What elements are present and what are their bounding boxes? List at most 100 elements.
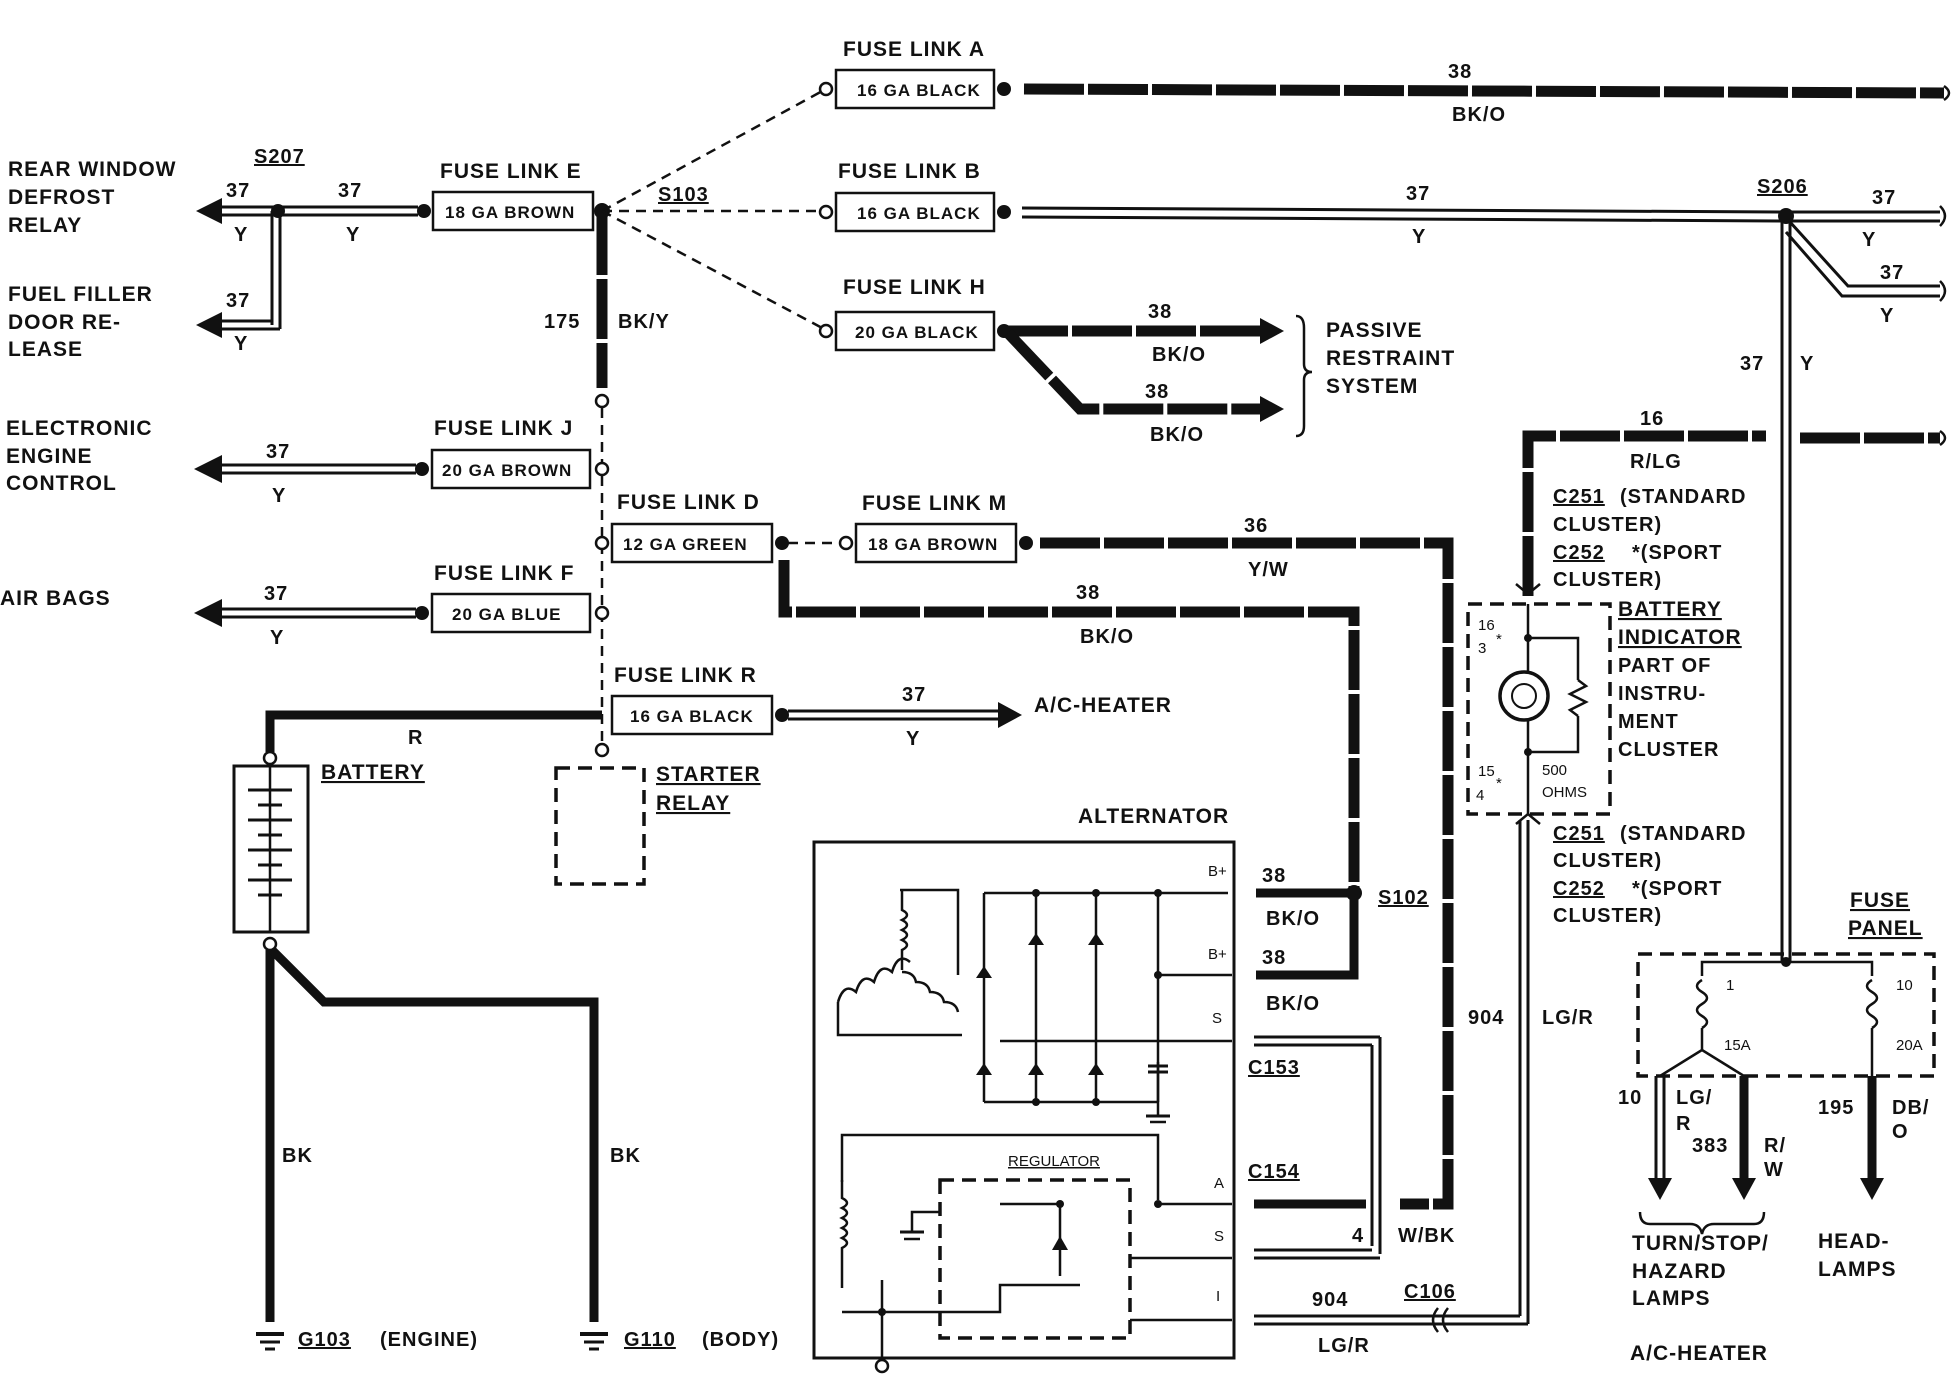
ground-g103: G103 (ENGINE) — [256, 1329, 477, 1351]
svg-text:CLUSTER): CLUSTER) — [1553, 569, 1662, 591]
svg-text:B+: B+ — [1208, 863, 1227, 880]
svg-text:37: 37 — [1880, 262, 1904, 284]
svg-text:A/C-HEATER: A/C-HEATER — [1034, 694, 1172, 717]
arrow-icon — [1648, 1178, 1672, 1200]
svg-text:S: S — [1214, 1228, 1224, 1245]
svg-text:(BODY): (BODY) — [702, 1329, 779, 1351]
svg-text:Y: Y — [272, 485, 286, 507]
svg-text:R/LG: R/LG — [1630, 451, 1682, 473]
svg-text:HEAD-: HEAD- — [1818, 1230, 1890, 1253]
svg-text:G103: G103 — [298, 1329, 351, 1351]
svg-text:FUSE LINK F: FUSE LINK F — [434, 562, 575, 585]
svg-text:C251: C251 — [1553, 486, 1605, 508]
eec-label: ELECTRONIC — [6, 417, 153, 440]
s206-splice: S206 37 Y 37 Y 37 Y — [1740, 176, 1947, 962]
svg-text:INSTRU-: INSTRU- — [1618, 683, 1706, 705]
svg-text:37: 37 — [1406, 183, 1430, 205]
arrow-icon — [1732, 1178, 1756, 1200]
svg-text:37: 37 — [338, 180, 362, 202]
svg-text:C251: C251 — [1553, 823, 1605, 845]
battery: R BATTERY BK BK — [232, 710, 640, 1322]
eec-label: ENGINE — [6, 445, 93, 468]
fuse-link-m: FUSE LINK M 18 GA BROWN 36 Y/W — [838, 492, 1454, 1210]
svg-text:FUSE LINK E: FUSE LINK E — [440, 160, 582, 183]
svg-text:18 GA BROWN: 18 GA BROWN — [868, 535, 998, 554]
svg-text:Y/W: Y/W — [1248, 559, 1289, 581]
svg-text:A/C-HEATER: A/C-HEATER — [1630, 1342, 1768, 1365]
svg-text:16: 16 — [1478, 617, 1495, 634]
svg-text:W/BK: W/BK — [1398, 1225, 1455, 1247]
svg-text:FUSE LINK B: FUSE LINK B — [838, 160, 981, 183]
svg-text:38: 38 — [1448, 61, 1472, 83]
svg-text:12 GA GREEN: 12 GA GREEN — [623, 535, 748, 554]
svg-text:TURN/STOP/: TURN/STOP/ — [1632, 1232, 1769, 1255]
svg-text:FUSE LINK J: FUSE LINK J — [434, 417, 573, 440]
fuse-link-f: FUSE LINK F 20 GA BLUE 37 Y — [194, 562, 610, 649]
svg-text:BK/O: BK/O — [1080, 626, 1134, 648]
svg-text:BK/O: BK/O — [1452, 104, 1506, 126]
svg-text:A: A — [1214, 1175, 1224, 1192]
svg-text:LAMPS: LAMPS — [1632, 1287, 1711, 1310]
svg-text:(STANDARD: (STANDARD — [1620, 486, 1746, 508]
svg-text:FUSE: FUSE — [1850, 889, 1910, 912]
svg-text:C252: C252 — [1553, 542, 1605, 564]
svg-text:C252: C252 — [1553, 878, 1605, 900]
svg-text:195: 195 — [1818, 1097, 1854, 1119]
svg-text:Y: Y — [1862, 229, 1876, 251]
svg-text:Y: Y — [234, 224, 248, 246]
svg-text:Y: Y — [1412, 226, 1426, 248]
svg-text:W: W — [1764, 1159, 1784, 1181]
svg-text:Y: Y — [234, 333, 248, 355]
svg-text:4: 4 — [1352, 1225, 1364, 1247]
fuse-link-b: FUSE LINK B 16 GA BLACK 37 Y — [818, 160, 1783, 248]
arrow-icon — [196, 198, 222, 224]
battery-indicator: 16 R/LG 16 3 * 15 4 * 500 OHMS BATTERY I… — [1466, 408, 1947, 825]
alternator-output: 38 BK/O 38 BK/O S102 C153 C154 4 W/BK 90… — [1248, 820, 1594, 1357]
fuel-filler-label: FUEL FILLER — [8, 283, 153, 306]
bracket — [1295, 314, 1313, 438]
svg-text:CLUSTER): CLUSTER) — [1553, 905, 1662, 927]
arrow-icon — [1860, 1178, 1884, 1200]
svg-text:FUSE LINK A: FUSE LINK A — [843, 38, 985, 61]
svg-text:OHMS: OHMS — [1542, 784, 1587, 801]
svg-text:904: 904 — [1468, 1007, 1504, 1029]
svg-text:PART OF: PART OF — [1618, 655, 1711, 677]
eec-label: CONTROL — [6, 472, 117, 495]
lamp-icon — [1498, 670, 1550, 722]
svg-text:20 GA BLACK: 20 GA BLACK — [855, 323, 979, 342]
svg-text:*(SPORT: *(SPORT — [1632, 878, 1722, 900]
s207-circuit: S207 37 Y 37 Y 37 Y — [196, 146, 431, 355]
rear-window-label: DEFROST — [8, 186, 115, 209]
splice-s206: S206 — [1757, 176, 1808, 198]
svg-text:LG/R: LG/R — [1542, 1007, 1594, 1029]
svg-text:10: 10 — [1896, 977, 1913, 994]
svg-text:CLUSTER: CLUSTER — [1618, 739, 1719, 761]
svg-text:FUSE LINK H: FUSE LINK H — [843, 276, 986, 299]
svg-text:B+: B+ — [1208, 946, 1227, 963]
svg-text:15A: 15A — [1724, 1037, 1751, 1054]
svg-text:I: I — [1216, 1288, 1220, 1305]
svg-text:BK/O: BK/O — [1266, 908, 1320, 930]
svg-text:38: 38 — [1148, 301, 1172, 323]
svg-text:*: * — [1496, 631, 1502, 648]
svg-text:16 GA BLACK: 16 GA BLACK — [857, 81, 981, 100]
svg-text:BK/Y: BK/Y — [618, 311, 670, 333]
svg-text:37: 37 — [264, 583, 288, 605]
svg-text:20A: 20A — [1896, 1037, 1923, 1054]
arrow-icon — [1260, 318, 1284, 344]
svg-text:Y: Y — [270, 627, 284, 649]
svg-text:FUSE LINK M: FUSE LINK M — [862, 492, 1007, 515]
svg-text:37: 37 — [226, 290, 250, 312]
fuse-link-r: FUSE LINK R 16 GA BLACK 37 Y A/C-HEATER — [610, 664, 1172, 750]
svg-text:904: 904 — [1312, 1289, 1348, 1311]
svg-text:C154: C154 — [1248, 1161, 1300, 1183]
svg-text:BK/O: BK/O — [1152, 344, 1206, 366]
svg-text:HAZARD: HAZARD — [1632, 1260, 1727, 1283]
svg-text:Y: Y — [1800, 353, 1814, 375]
svg-text:37: 37 — [266, 441, 290, 463]
fuse-link-a: FUSE LINK A 16 GA BLACK 38 BK/O — [818, 38, 1951, 126]
svg-text:20 GA BROWN: 20 GA BROWN — [442, 461, 572, 480]
svg-text:38: 38 — [1262, 865, 1286, 887]
svg-text:20 GA BLUE: 20 GA BLUE — [452, 605, 562, 624]
